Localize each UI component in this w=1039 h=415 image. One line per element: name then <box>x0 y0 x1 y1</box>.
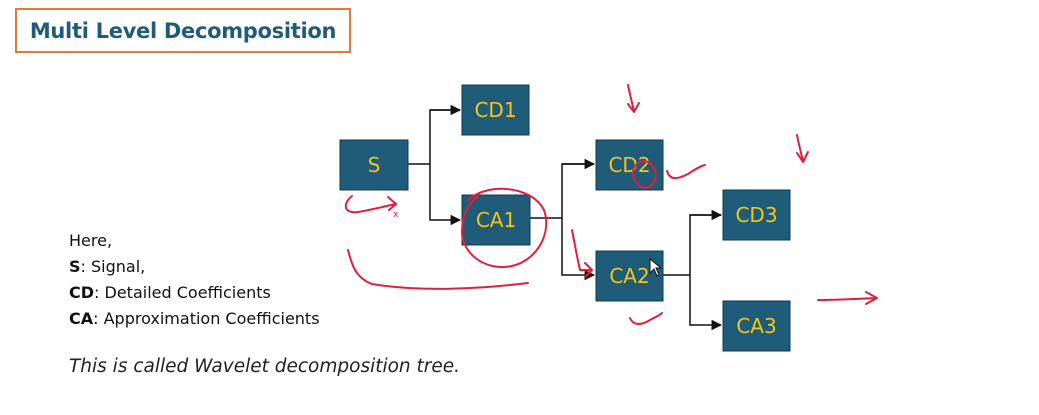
annotation-right-arrow <box>817 291 878 305</box>
legend-item-s: S: Signal, <box>69 257 146 276</box>
annotation-cd2-tick <box>666 164 706 180</box>
tree-connectors <box>408 104 721 325</box>
node-ca1: CA1 <box>461 194 531 246</box>
node-ca1-label: CA1 <box>476 208 516 232</box>
connector-ca2 <box>663 214 721 325</box>
node-cd3: CD3 <box>722 189 791 241</box>
node-s-label: S <box>368 153 381 177</box>
node-cd1-label: CD1 <box>474 98 516 122</box>
annotation-s-swoosh <box>344 195 397 214</box>
node-ca2-label: CA2 <box>609 264 649 288</box>
connector-ca1 <box>530 163 594 275</box>
annotation-ca2-arrow <box>571 229 593 278</box>
caption: This is called Wavelet decomposition tre… <box>69 356 461 377</box>
node-s: S <box>339 139 409 191</box>
node-ca3-label: CA3 <box>736 314 776 338</box>
node-cd3-label: CD3 <box>735 203 777 227</box>
red-annotations <box>344 84 878 325</box>
mouse-cursor-icon <box>649 257 663 277</box>
node-cd2: CD2 <box>595 139 664 191</box>
annotation-cd2-circle <box>632 160 657 189</box>
legend-item-cd: CD: Detailed Coefficients <box>69 283 271 302</box>
connector-s <box>408 109 460 220</box>
annotation-loop-arrow <box>347 249 529 290</box>
annotation-down-arrow-1 <box>627 84 640 113</box>
annotation-ca1-circle <box>461 187 548 269</box>
page-title: Multi Level Decomposition <box>29 18 337 43</box>
legend-intro: Here, <box>69 231 113 250</box>
legend: Here, S: Signal, CD: Detailed Coefficien… <box>69 228 320 332</box>
node-ca2: CA2 <box>595 250 664 302</box>
annotation-small-mark: x <box>393 210 399 220</box>
node-cd1: CD1 <box>461 84 530 136</box>
annotation-ca2-tick <box>629 312 663 325</box>
title-box: Multi Level Decomposition <box>15 8 351 53</box>
legend-item-ca: CA: Approximation Coefficients <box>69 309 320 328</box>
annotation-down-arrow-2 <box>796 134 809 163</box>
node-ca3: CA3 <box>722 300 791 352</box>
node-cd2-label: CD2 <box>608 153 650 177</box>
